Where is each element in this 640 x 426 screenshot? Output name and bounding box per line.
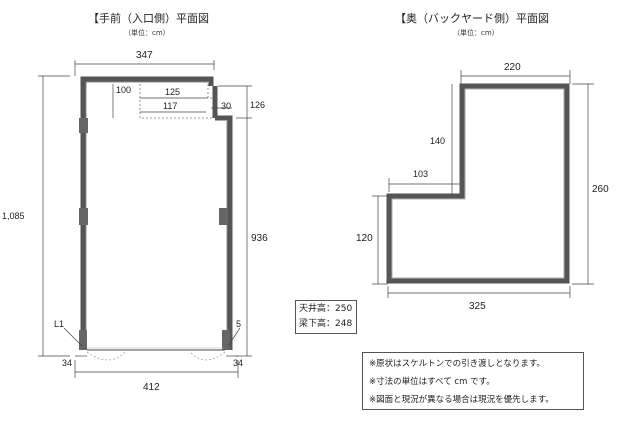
notes-box: ※原状はスケルトンでの引き渡しとなります。 ※寸法の単位はすべて cm です。 … [362, 352, 584, 410]
right-plan-unit: （単位：cm） [453, 29, 499, 37]
pillar-left-3 [79, 330, 87, 350]
right-plan: 220 260 140 103 120 325 [356, 62, 609, 312]
dim-inner-depth: 100 [116, 85, 131, 95]
right-walls [386, 83, 570, 284]
dim-bottom-width: 325 [469, 301, 486, 312]
dim-inner-w2: 117 [163, 101, 177, 111]
note-line: ※図面と現況が異なる場合は現況を優先します。 [369, 395, 554, 405]
dim-step-width: 30 [221, 101, 231, 111]
label-l1: L1 [54, 319, 64, 329]
left-pillars [79, 118, 230, 350]
pillar-left-1 [79, 118, 88, 133]
beam-height: 梁下高：248 [299, 319, 353, 329]
left-walls [80, 76, 233, 350]
left-inner-lines [85, 81, 228, 350]
dim-step-depth: 126 [250, 100, 265, 110]
right-inner-lines [391, 88, 565, 279]
dim-top-width: 220 [504, 62, 521, 73]
note-line: ※寸法の単位はすべて cm です。 [369, 377, 495, 387]
note-line: ※原状はスケルトンでの引き渡しとなります。 [369, 359, 546, 369]
pillar-left-2 [79, 208, 88, 225]
entrance [86, 347, 226, 361]
left-plan: 347 1,085 936 126 30 100 125 117 412 34 … [2, 50, 268, 393]
pillar-right-2 [222, 330, 230, 350]
dim-right-height: 260 [592, 184, 609, 195]
right-plan-title: 【奥（バックヤード側）平面図 [395, 12, 549, 25]
dim-width-top: 347 [136, 50, 153, 61]
dim-step-width-right: 103 [413, 169, 428, 179]
pillar-right-1 [219, 208, 228, 225]
left-plan-title: 【手前（入口側）平面図 [88, 12, 209, 25]
left-plan-unit: （単位：cm） [124, 29, 170, 37]
dim-inner-w1: 125 [165, 87, 180, 97]
left-dimension-lines [38, 60, 252, 378]
dim-width-bottom: 412 [143, 382, 160, 393]
dim-left-bottom-offset: 34 [62, 358, 72, 368]
ceiling-height-box: 天井高：250 梁下高：248 [295, 300, 357, 334]
label-5: 5 [236, 319, 241, 329]
dim-height-lower: 936 [251, 233, 268, 244]
right-dimension-lines [372, 70, 594, 298]
dim-left-height: 120 [356, 233, 373, 244]
dim-right-bottom-offset: 34 [233, 358, 243, 368]
dim-step-height: 140 [430, 136, 445, 146]
dim-height-total: 1,085 [2, 211, 25, 221]
ceiling-height: 天井高：250 [299, 304, 353, 314]
